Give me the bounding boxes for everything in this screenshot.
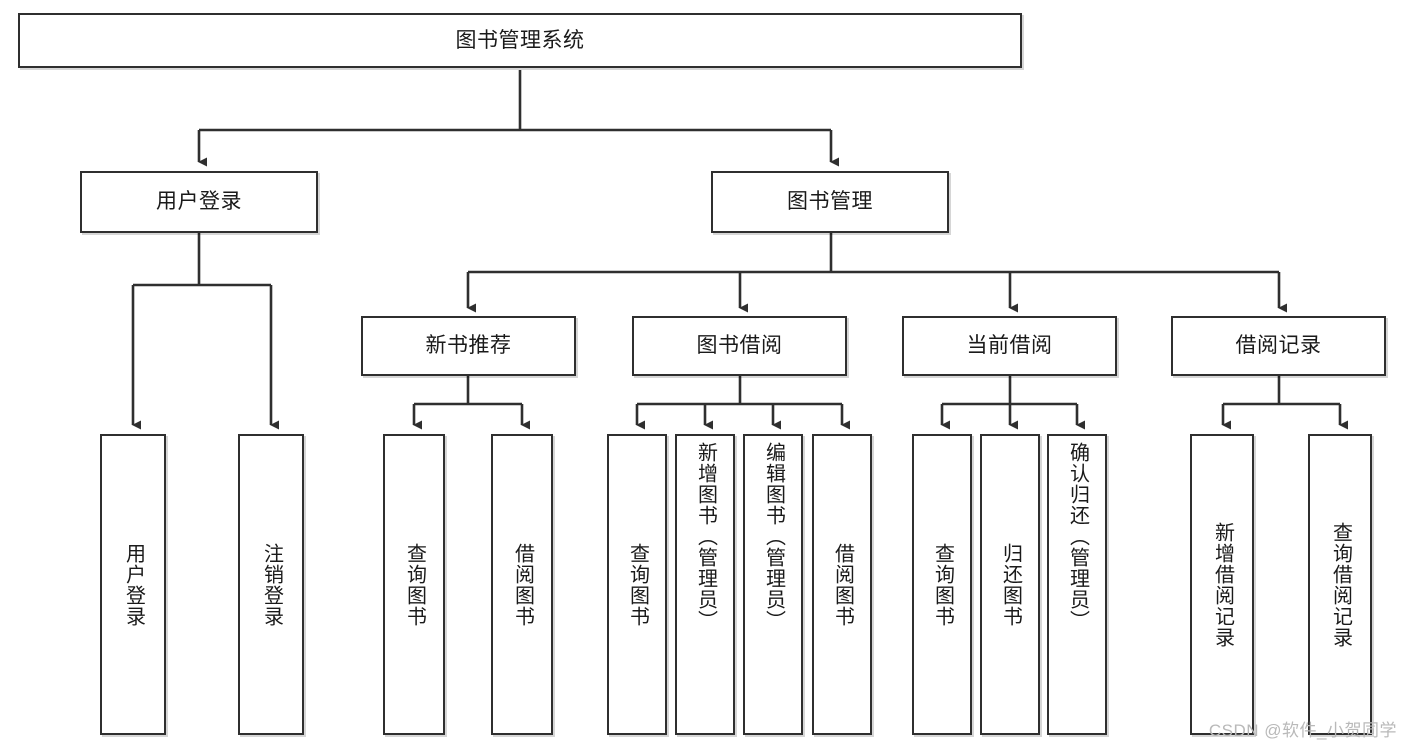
node-label: 查询图书	[931, 542, 954, 627]
leaf-query-book-borrow[interactable]: 查询图书	[607, 434, 667, 735]
leaf-user-login[interactable]: 用户登录	[100, 434, 166, 735]
leaf-borrow-book-borrow[interactable]: 借阅图书	[812, 434, 872, 735]
node-label: 查询图书	[626, 542, 649, 627]
node-label: 新增图书（管理员）	[694, 442, 717, 631]
leaf-add-borrow-record[interactable]: 新增借阅记录	[1190, 434, 1254, 735]
node-label: 图书借阅	[696, 334, 783, 358]
node-label: 确认归还（管理员）	[1066, 442, 1089, 631]
node-label: 借阅图书	[831, 542, 854, 627]
node-label: 新增借阅记录	[1211, 521, 1234, 648]
node-label: 编辑图书（管理员）	[762, 442, 785, 631]
node-label: 借阅图书	[511, 542, 534, 627]
node-new-book-recommend[interactable]: 新书推荐	[361, 316, 576, 376]
node-label: 用户登录	[122, 542, 145, 627]
node-root-system[interactable]: 图书管理系统	[18, 13, 1022, 68]
node-book-management[interactable]: 图书管理	[711, 171, 949, 233]
leaf-query-borrow-record[interactable]: 查询借阅记录	[1308, 434, 1372, 735]
node-label: 借阅记录	[1235, 334, 1322, 358]
leaf-query-book-current[interactable]: 查询图书	[912, 434, 972, 735]
node-label: 查询图书	[403, 542, 426, 627]
node-label: 查询借阅记录	[1329, 521, 1352, 648]
leaf-confirm-return-admin[interactable]: 确认归还（管理员）	[1047, 434, 1107, 735]
node-label: 新书推荐	[425, 334, 512, 358]
node-book-borrow[interactable]: 图书借阅	[632, 316, 847, 376]
node-label: 当前借阅	[966, 334, 1053, 358]
node-label: 图书管理	[787, 190, 873, 214]
watermark-text: CSDN @软件_小贺同学	[1208, 721, 1397, 740]
node-label: 归还图书	[999, 542, 1022, 627]
node-user-login[interactable]: 用户登录	[80, 171, 318, 233]
leaf-return-book[interactable]: 归还图书	[980, 434, 1040, 735]
node-label: 用户登录	[156, 190, 242, 214]
leaf-logout-login[interactable]: 注销登录	[238, 434, 304, 735]
node-borrow-record[interactable]: 借阅记录	[1171, 316, 1386, 376]
leaf-edit-book-admin[interactable]: 编辑图书（管理员）	[743, 434, 803, 735]
node-current-borrow[interactable]: 当前借阅	[902, 316, 1117, 376]
leaf-add-book-admin[interactable]: 新增图书（管理员）	[675, 434, 735, 735]
leaf-query-book-recommend[interactable]: 查询图书	[383, 434, 445, 735]
leaf-borrow-book-recommend[interactable]: 借阅图书	[491, 434, 553, 735]
node-label: 注销登录	[260, 542, 283, 627]
node-label: 图书管理系统	[455, 28, 585, 52]
